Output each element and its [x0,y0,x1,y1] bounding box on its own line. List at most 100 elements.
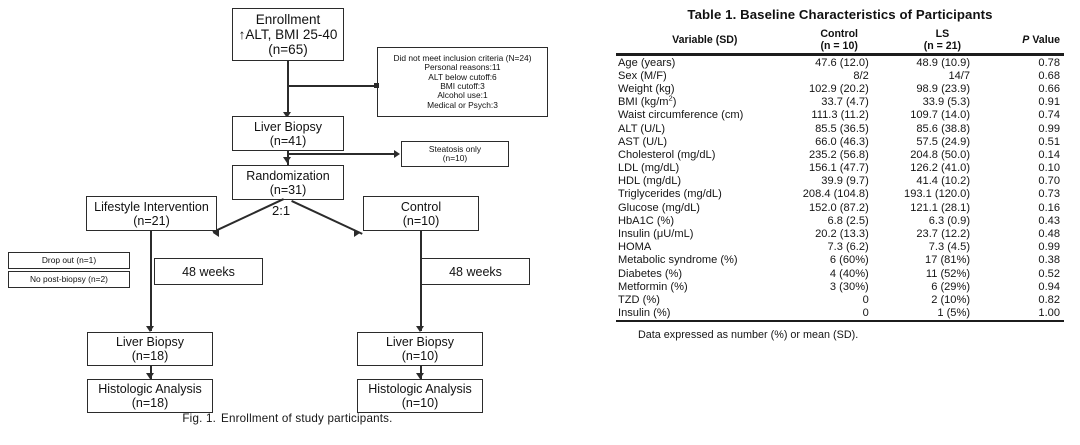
cell-ls: 48.9 (10.9) [916,56,971,69]
cell-ls: 11 (52%) [925,267,971,280]
cell-p-value: 0.51 [1038,135,1060,148]
connector-randomization-to-control [291,200,363,235]
lifestyle-line-1: Lifestyle Intervention [94,199,209,214]
table-row: Age (years)47.6 (12.0)48.9 (10.9)0.78 [616,56,1064,69]
cell-variable: Diabetes (%) [618,267,683,280]
cell-variable: Insulin (μU/mL) [618,228,694,241]
cell-p-value: 1.00 [1038,307,1060,320]
enrollment-line-1: Enrollment [255,11,321,27]
arrow-control-to-biopsy [416,326,424,332]
table-row: Metabolic syndrome (%)6 (60%)17 (81%)0.3… [616,254,1064,267]
cell-variable: AST (U/L) [618,135,668,148]
excluded-line-2: Personal reasons:11 [424,62,501,73]
figure-caption-text: Enrollment of study participants. [221,412,393,425]
table-row: HDL (mg/dL)39.9 (9.7)41.4 (10.2)0.70 [616,175,1064,188]
cell-ls: 6.3 (0.9) [928,214,971,227]
cell-control: 235.2 (56.8) [808,148,869,161]
cell-variable: HOMA [618,241,652,254]
table-row: Cholesterol (mg/dL)235.2 (56.8)204.8 (50… [616,148,1064,161]
node-excluded-criteria: Did not meet inclusion criteria (N=24) P… [377,47,548,117]
header-control: Control (n = 10) [788,27,891,54]
cell-p-value: 0.78 [1038,56,1060,69]
cell-control: 66.0 (46.3) [815,135,869,148]
cell-ls: 2 (10%) [931,293,971,306]
no-post-biopsy-label: No post-biopsy (n=2) [30,273,108,284]
cell-ls: 204.8 (50.0) [910,148,971,161]
cell-control: 0 [862,293,869,306]
cell-ls: 85.6 (38.8) [916,122,971,135]
cell-control: 156.1 (47.7) [808,162,869,175]
connector-enrollment-to-excluded [287,85,378,87]
cell-variable: Age (years) [618,56,676,69]
header-ls: LS (n = 21) [891,27,994,54]
header-p-value: P Value [994,27,1064,54]
cell-p-value: 0.48 [1038,228,1060,241]
control-line-2: (n=10) [402,213,440,228]
cell-p-value: 0.16 [1038,201,1060,214]
header-control-sub: (n = 10) [820,40,858,52]
table-row: Insulin (μU/mL)20.2 (13.3)23.7 (12.2)0.4… [616,227,1064,240]
cell-control: 85.5 (36.5) [815,122,869,135]
randomization-line-2: (n=31) [269,182,307,197]
table-row: BMI (kg/m2)33.7 (4.7)33.9 (5.3)0.91 [616,94,1064,109]
excluded-line-3: ALT below cutoff:6 [428,71,497,82]
lifestyle-line-2: (n=21) [133,213,170,228]
histology-ls-line-1: Histologic Analysis [98,382,202,396]
node-liver-biopsy-lifestyle: Liver Biopsy (n=18) [87,332,213,366]
table-rule-mid [616,55,1064,56]
cell-control: 39.9 (9.7) [821,175,869,188]
histology-ctrl-line-1: Histologic Analysis [368,382,472,396]
table-row: HbA1C (%)6.8 (2.5)6.3 (0.9)0.43 [616,214,1064,227]
cell-control: 4 (40%) [829,267,869,280]
table-rule-bottom [616,319,1064,323]
arrow-lifestyle-to-biopsy [146,326,154,332]
cell-variable: Insulin (%) [618,307,671,320]
header-ls-sub: (n = 21) [923,40,962,52]
node-steatosis-only: Steatosis only (n=10) [401,141,509,167]
figure-caption: Fig. 1.Enrollment of study participants. [0,412,575,425]
cell-p-value: 0.66 [1038,82,1060,95]
table-rule-top [616,53,1064,56]
node-liver-biopsy-initial: Liver Biopsy (n=41) [232,116,344,151]
cell-variable: ALT (U/L) [618,122,666,135]
header-p-rest: Value [1029,34,1060,46]
arrow-randomization-to-control [354,229,360,237]
liver-biopsy-ls-line-2: (n=18) [131,349,169,363]
cell-p-value: 0.74 [1038,109,1060,122]
liver-biopsy-1-line-1: Liver Biopsy [253,119,323,134]
cell-variable: Glucose (mg/dL) [618,201,701,214]
cell-ls: 17 (81%) [925,254,971,267]
enrollment-line-2: ↑ALT, BMI 25-40 [238,26,338,42]
cell-ls: 14/7 [948,69,971,82]
cell-ls: 121.1 (28.1) [910,201,971,214]
figure-panel: Enrollment ↑ALT, BMI 25-40 (n=65) Did no… [0,8,575,425]
cell-control: 0 [862,307,869,320]
node-histologic-analysis-control: Histologic Analysis (n=10) [357,379,483,413]
table-row: LDL (mg/dL)156.1 (47.7)126.2 (41.0)0.10 [616,162,1064,175]
cell-p-value: 0.43 [1038,214,1060,227]
liver-biopsy-ctrl-line-2: (n=10) [401,349,439,363]
connector-lifestyle-to-biopsy [150,231,152,331]
cell-control: 33.7 (4.7) [821,96,869,109]
cell-p-value: 0.52 [1038,267,1060,280]
cell-variable: HDL (mg/dL) [618,175,682,188]
cell-variable: Sex (M/F) [618,69,667,82]
header-p-italic: P [1022,34,1030,46]
connector-biopsy-to-steatosis [287,153,395,155]
steatosis-line-2: (n=10) [442,153,468,163]
connector-enrollment-to-biopsy [287,61,289,115]
table-row: Triglycerides (mg/dL)208.4 (104.8)193.1 … [616,188,1064,201]
cell-variable: HbA1C (%) [618,214,675,227]
arrow-biopsyctrl-to-histology [416,373,424,379]
cell-p-value: 0.38 [1038,254,1060,267]
cell-ls: 7.3 (4.5) [928,241,971,254]
drop-out-label: Drop out (n=1) [41,254,97,265]
cell-p-value: 0.82 [1038,293,1060,306]
cell-control: 7.3 (6.2) [827,241,869,254]
table-row: Waist circumference (cm)111.3 (11.2)109.… [616,109,1064,122]
arrow-biopsy-to-randomization [283,157,291,163]
